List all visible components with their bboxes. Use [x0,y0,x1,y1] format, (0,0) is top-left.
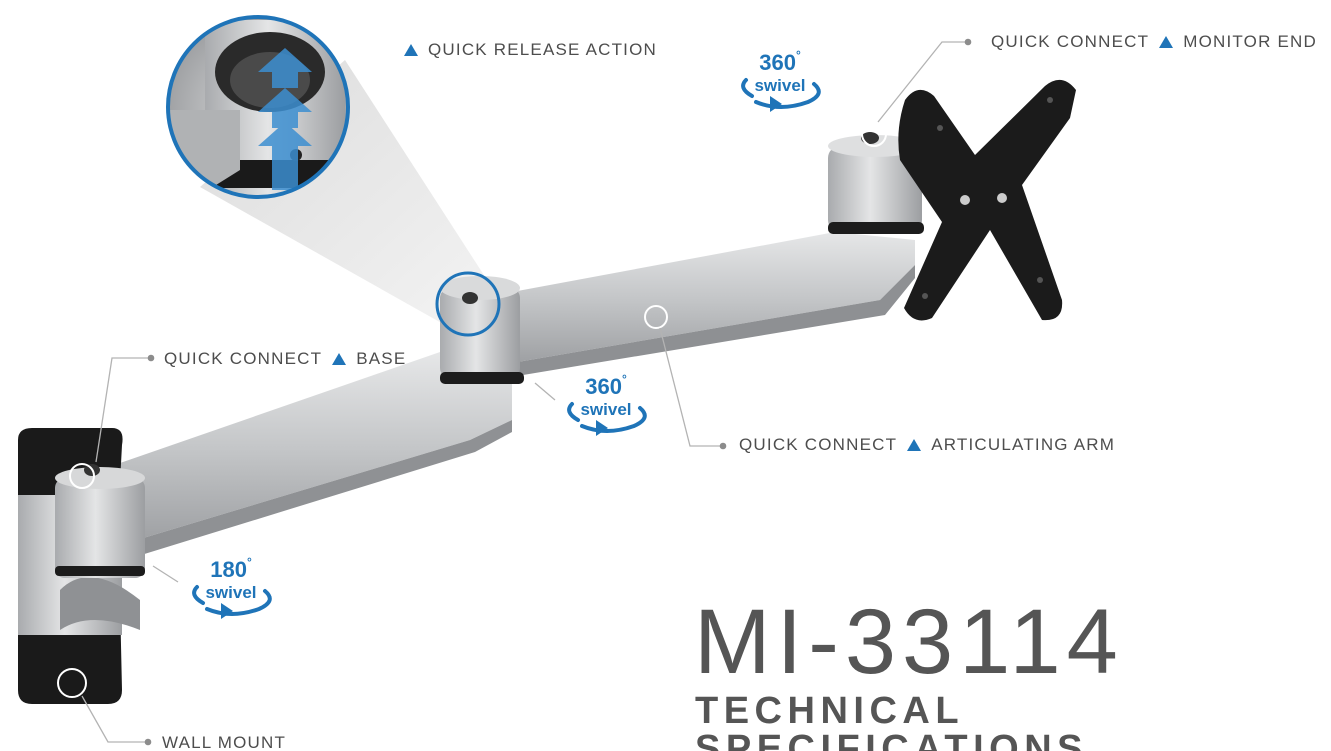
callout-wall-mount-label: WALL MOUNT [162,733,287,751]
vesa-plate [898,79,1076,321]
callout-base: QUICK CONNECT BASE [164,349,406,369]
technical-specifications-title: TECHNICAL SPECIFICATIONS [695,690,1088,751]
leader-lines [81,41,965,743]
model-number: MI-33114 [694,591,1124,693]
callout-monitor-end-left: QUICK CONNECT [991,32,1150,51]
triangle-icon [332,353,347,365]
triangle-icon [907,439,922,451]
callout-monitor-end-right: MONITOR END [1183,32,1317,51]
callout-quick-release-label: QUICK RELEASE ACTION [428,40,657,59]
swivel-arm-degrees: 360° [585,372,627,399]
arm-pivot-ring [644,305,668,329]
callout-wall-mount: WALL MOUNT [162,733,286,751]
swivel-badge-monitor: 360° swivel [730,44,830,124]
lower-arm [95,352,512,560]
swivel-arrow-icon [567,402,647,436]
swivel-monitor-degrees: 360° [759,48,801,75]
callout-articulating-arm: QUICK CONNECT ARTICULATING ARM [739,435,1115,455]
base-pivot-ring [69,463,95,489]
triangle-icon [404,44,418,56]
leader-dots [144,38,972,746]
release-arrow-icon [258,48,312,190]
callout-base-left: QUICK CONNECT [164,349,323,368]
swivel-base-word: swivel [205,583,257,602]
swivel-monitor-word: swivel [754,76,806,95]
zoom-circle-border [166,15,350,199]
wall-pivot-ring [57,668,87,698]
callout-arm-left: QUICK CONNECT [739,435,898,454]
callout-quick-release: QUICK RELEASE ACTION [404,40,657,60]
upper-arm [470,232,915,378]
swivel-arrow-icon [741,78,821,112]
swivel-arrow-icon [192,585,272,619]
swivel-base-degrees: 180° [210,555,252,582]
callout-base-right: BASE [356,349,407,368]
callout-arm-right: ARTICULATING ARM [931,435,1116,454]
callout-monitor-end: QUICK CONNECT MONITOR END [991,32,1317,52]
swivel-arm-word: swivel [580,400,632,419]
swivel-badge-base: 180° swivel [181,551,281,631]
monitor-pivot-ring [861,121,887,147]
triangle-icon [1159,36,1174,48]
swivel-badge-arm: 360° swivel [556,368,656,448]
base-joint [55,464,145,578]
elbow-highlight-ring [435,271,501,337]
